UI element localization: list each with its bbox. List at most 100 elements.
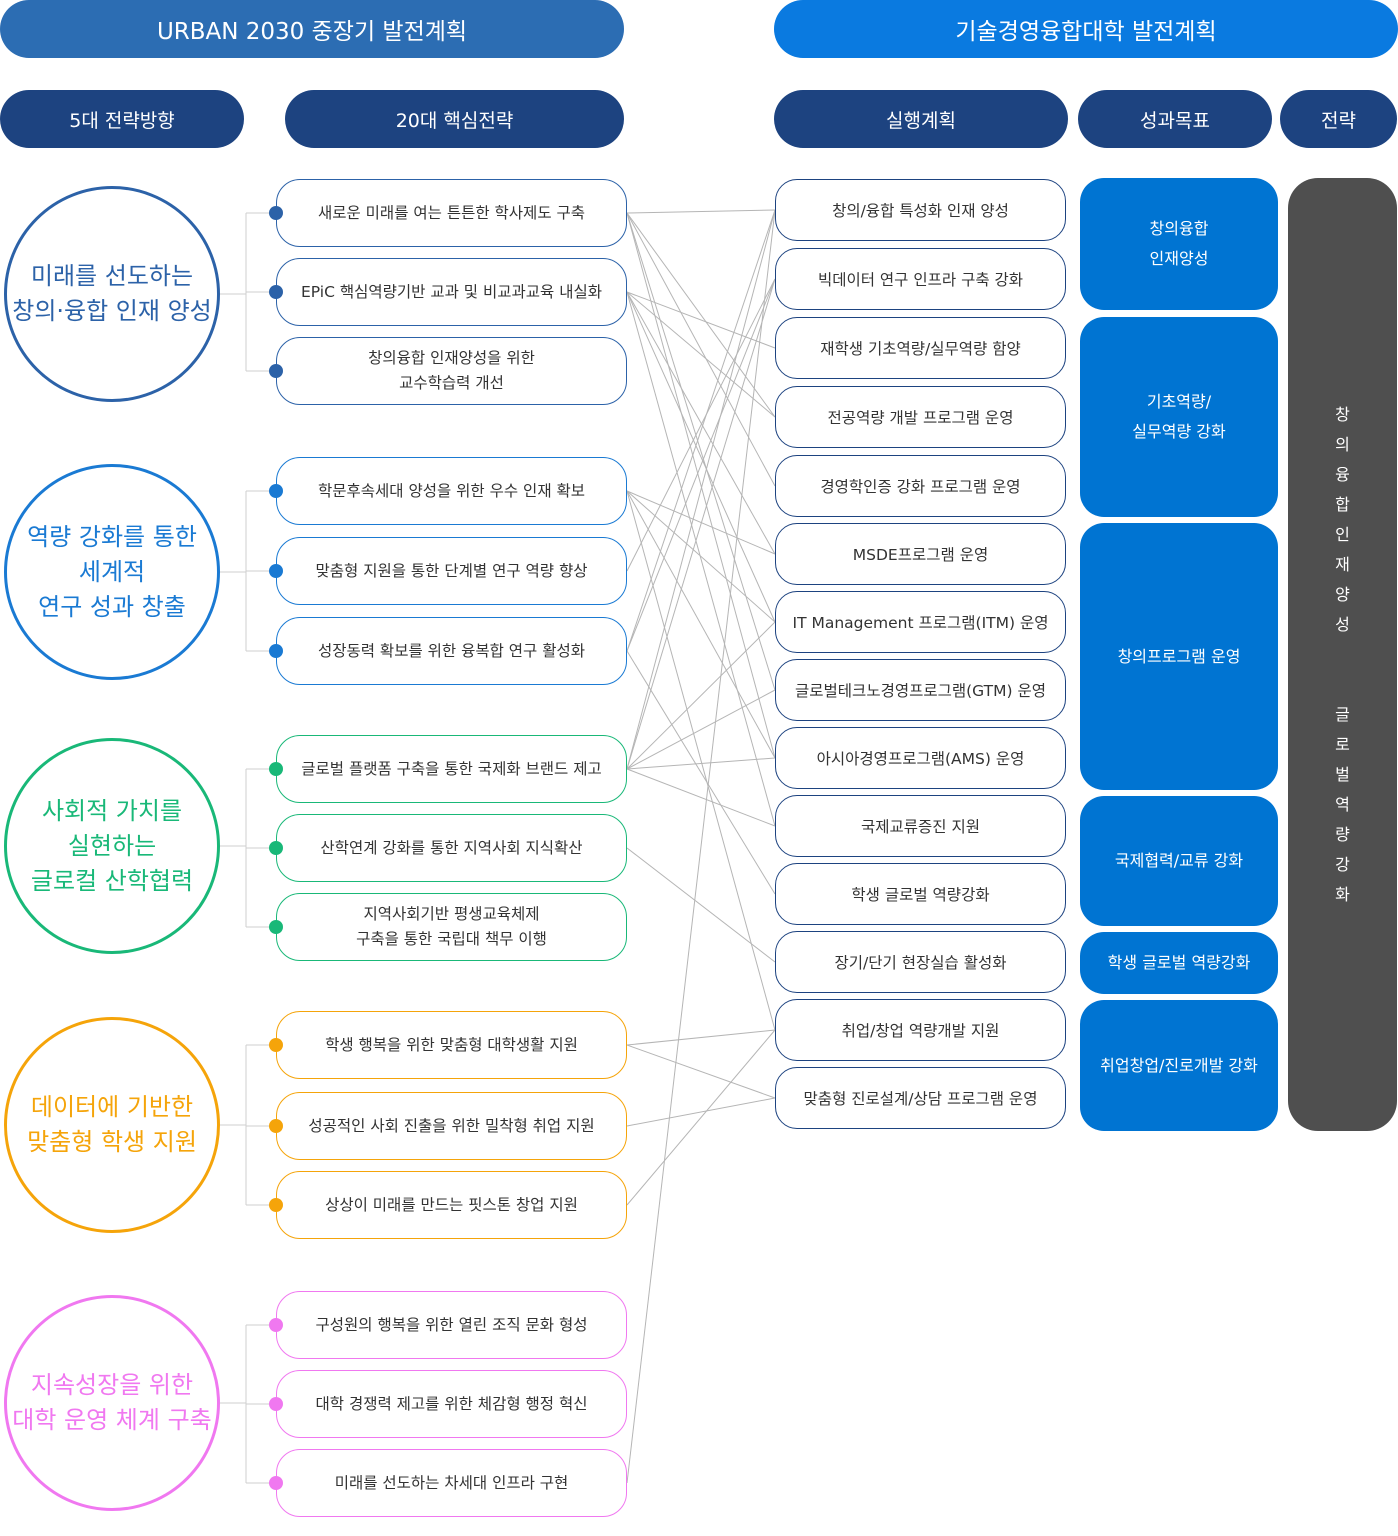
goal-label: 창의프로그램 운영 — [1117, 646, 1241, 666]
link-line — [626, 757, 776, 770]
action-label: 학생 글로벌 역량강화 — [851, 886, 990, 904]
college-plan-title-text: 기술경영융합대학 발전계획 — [955, 19, 1217, 45]
strategy-box: 창의융합 인재양성을 위한 교수학습력 개선 — [276, 337, 627, 405]
link-line — [626, 212, 776, 759]
strategy-dot — [269, 206, 283, 220]
strategy-box: 상상이 미래를 만드는 핏스톤 창업 지원 — [276, 1171, 627, 1239]
strategy-label: 창의융합 인재양성을 위한 교수학습력 개선 — [368, 349, 535, 392]
strategy-char: 성 — [1335, 615, 1350, 634]
strategy-box: 글로벌 플랫폼 구축을 통한 국제화 브랜드 제고 — [276, 735, 627, 803]
strategy-dot — [269, 1038, 283, 1052]
action-box: 맞춤형 진로설계/상담 프로그램 운영 — [775, 1067, 1066, 1129]
direction-label-4: 데이터에 기반한 맞춤형 학생 지원 — [27, 1093, 197, 1156]
link-line — [626, 209, 776, 1484]
direction-label-3: 사회적 가치를 실현하는 글로컬 산학협력 — [30, 796, 194, 895]
link-line — [626, 278, 776, 770]
header-strategy: 전략 — [1280, 90, 1397, 148]
action-box: 취업/창업 역량개발 지원 — [775, 999, 1066, 1061]
link-line — [626, 490, 776, 1031]
strategy-label: 미래를 선도하는 차세대 인프라 구현 — [334, 1473, 569, 1492]
strategy-char: 벌 — [1335, 765, 1350, 784]
action-box: 국제교류증진 지원 — [775, 795, 1066, 857]
goal-box: 기초역량/ 실무역량 강화 — [1080, 317, 1278, 517]
strategy-box: 성장동력 확보를 위한 융복합 연구 활성화 — [276, 617, 627, 685]
action-label: IT Management 프로그램(ITM) 운영 — [792, 614, 1049, 632]
action-label: 글로벌테크노경영프로그램(GTM) 운영 — [795, 682, 1046, 700]
action-label: 맞춤형 진로설계/상담 프로그램 운영 — [803, 1090, 1038, 1108]
action-label: 경영학인증 강화 프로그램 운영 — [820, 478, 1021, 496]
strategy-box: 지역사회기반 평생교육체제 구축을 통한 국립대 책무 이행 — [276, 893, 627, 961]
header-actions: 실행계획 — [774, 90, 1068, 148]
action-box: 학생 글로벌 역량강화 — [775, 863, 1066, 925]
strategy-column-part2: 글 로 벌 역 량 강 화 — [1288, 700, 1397, 910]
strategy-label: EPiC 핵심역량기반 교과 및 비교과교육 내실화 — [301, 282, 602, 301]
link-line — [626, 768, 776, 827]
direction-label-2: 역량 강화를 통한 세계적 연구 성과 창출 — [27, 522, 197, 621]
link-line — [626, 278, 776, 652]
action-label: 전공역량 개발 프로그램 운영 — [827, 409, 1014, 427]
strategy-column-part1: 창 의 융 합 인 재 양 성 — [1288, 400, 1397, 640]
strategy-label: 대학 경쟁력 제고를 위한 체감형 행정 혁신 — [315, 1394, 588, 1413]
strategy-char: 글 — [1335, 705, 1350, 724]
link-line — [626, 1029, 776, 1046]
action-box: 경영학인증 강화 프로그램 운영 — [775, 455, 1066, 517]
strategy-dot — [269, 1198, 283, 1212]
strategy-char: 역 — [1335, 795, 1350, 814]
header-directions-text: 5대 전략방향 — [69, 109, 175, 132]
strategy-label: 글로벌 플랫폼 구축을 통한 국제화 브랜드 제고 — [301, 759, 602, 778]
action-label: 장기/단기 현장실습 활성화 — [834, 954, 1007, 972]
link-line — [626, 1097, 776, 1127]
direction-circle-4: 데이터에 기반한 맞춤형 학생 지원 — [4, 1017, 220, 1233]
goal-label: 학생 글로벌 역량강화 — [1107, 953, 1251, 972]
action-box: 장기/단기 현장실습 활성화 — [775, 931, 1066, 993]
link-line — [626, 212, 776, 691]
strategy-char: 량 — [1335, 825, 1350, 844]
goal-box: 창의융합 인재양성 — [1080, 178, 1278, 310]
strategy-label: 구성원의 행복을 위한 열린 조직 문화 형성 — [315, 1315, 588, 1334]
strategy-dot — [269, 920, 283, 934]
action-box: MSDE프로그램 운영 — [775, 523, 1066, 585]
link-line — [626, 1044, 776, 1099]
strategy-dot — [269, 484, 283, 498]
action-box: 재학생 기초역량/실무역량 함양 — [775, 317, 1066, 379]
strategy-box: 학생 행복을 위한 맞춤형 대학생활 지원 — [276, 1011, 627, 1079]
goal-label: 취업창업/진로개발 강화 — [1100, 1055, 1258, 1075]
link-line — [626, 291, 776, 623]
strategy-char: 강 — [1335, 855, 1350, 874]
header-goals: 성과목표 — [1078, 90, 1272, 148]
action-box: IT Management 프로그램(ITM) 운영 — [775, 591, 1066, 653]
goal-box: 국제협력/교류 강화 — [1080, 796, 1278, 926]
strategy-dot — [269, 364, 283, 378]
strategy-dot — [269, 841, 283, 855]
header-directions: 5대 전략방향 — [0, 90, 244, 148]
strategy-box: 학문후속세대 양성을 위한 우수 인재 확보 — [276, 457, 627, 525]
strategy-char: 로 — [1335, 735, 1350, 754]
header-goals-text: 성과목표 — [1140, 109, 1210, 132]
link-line — [626, 1029, 776, 1206]
strategy-char: 의 — [1335, 435, 1350, 454]
goal-label: 창의융합 인재양성 — [1149, 219, 1209, 268]
header-strategy-text: 전략 — [1321, 109, 1356, 132]
link-line — [626, 689, 776, 770]
strategy-box: 맞춤형 지원을 통한 단계별 연구 역량 향상 — [276, 537, 627, 605]
strategy-label: 상상이 미래를 만드는 핏스톤 창업 지원 — [325, 1195, 578, 1214]
strategy-box: 구성원의 행복을 위한 열린 조직 문화 형성 — [276, 1291, 627, 1359]
action-label: 국제교류증진 지원 — [860, 818, 980, 836]
direction-circle-3: 사회적 가치를 실현하는 글로컬 산학협력 — [4, 738, 220, 954]
link-line — [626, 291, 776, 827]
link-line — [626, 490, 776, 759]
strategy-label: 새로운 미래를 여는 튼튼한 학사제도 구축 — [317, 203, 586, 222]
strategy-box: EPiC 핵심역량기반 교과 및 비교과교육 내실화 — [276, 258, 627, 326]
strategy-char: 창 — [1335, 405, 1350, 424]
header-strategies: 20대 핵심전략 — [285, 90, 624, 148]
header-strategies-text: 20대 핵심전략 — [395, 109, 514, 132]
goal-box: 취업창업/진로개발 강화 — [1080, 1000, 1278, 1131]
strategy-dot — [269, 644, 283, 658]
action-box: 창의/융합 특성화 인재 양성 — [775, 179, 1066, 241]
strategy-box: 새로운 미래를 여는 튼튼한 학사제도 구축 — [276, 179, 627, 247]
goal-box: 학생 글로벌 역량강화 — [1080, 932, 1278, 994]
strategy-label: 산학연계 강화를 통한 지역사회 지식확산 — [320, 838, 583, 857]
strategy-dot — [269, 564, 283, 578]
link-line — [626, 291, 776, 418]
